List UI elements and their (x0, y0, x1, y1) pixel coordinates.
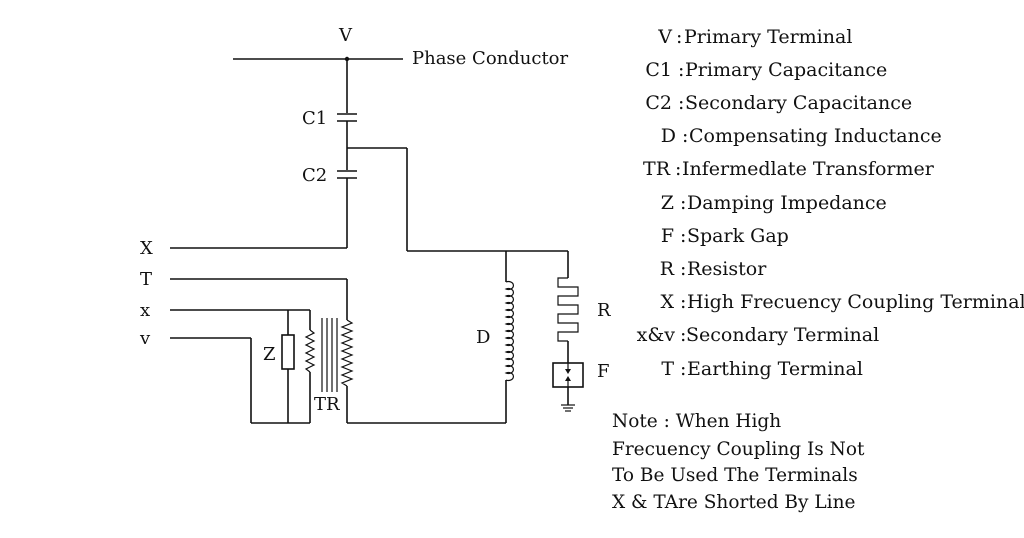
legend-key-6: F (661, 225, 674, 247)
legend-key-5: Z (661, 192, 674, 214)
legend-text-1: Primary Capacitance (685, 59, 887, 81)
note-line-1: Frecuency Coupling Is Not (612, 439, 865, 460)
label-C2: C2 (302, 165, 327, 186)
legend-key-3: D (661, 125, 676, 147)
legend-text-8: High Frecuency Coupling Terminal (687, 291, 1024, 313)
note-line-0: Note : When High (612, 411, 781, 432)
label-C1: C1 (302, 108, 327, 129)
legend-sep-2: : (678, 92, 684, 114)
legend-text-6: Spark Gap (687, 225, 789, 247)
legend-sep-6: : (680, 225, 686, 247)
capacitor-c1 (337, 113, 357, 122)
legend-text-10: Earthing Terminal (687, 358, 863, 380)
legend-key-9: x&v (637, 324, 676, 346)
legend-sep-7: : (680, 258, 686, 280)
note-line-2: To Be Used The Terminals (612, 465, 858, 486)
legend-sep-5: : (680, 192, 686, 214)
legend-key-8: X (660, 291, 674, 313)
legend-text-9: Secondary Terminal (686, 324, 879, 346)
legend-text-3: Compensating Inductance (689, 125, 942, 147)
legend-sep-9: : (680, 324, 686, 346)
capacitor-c2 (337, 170, 357, 179)
label-TR: TR (314, 394, 340, 415)
legend-sep-4: : (675, 158, 681, 180)
legend-sep-1: : (678, 59, 684, 81)
legend: V : Primary Terminal C1 : Primary Capaci… (637, 26, 1024, 380)
label-x: x (140, 300, 150, 321)
legend-key-7: R (660, 258, 675, 280)
tr-secondary-winding (304, 329, 316, 373)
damping-impedance-z (281, 334, 295, 370)
note-line-3: X & TAre Shorted By Line (612, 492, 855, 513)
resistor-r (557, 277, 579, 342)
label-T: T (140, 269, 152, 290)
legend-key-0: V (657, 26, 672, 48)
label-phase-conductor: Phase Conductor (412, 48, 569, 69)
spark-gap-upper-tip (565, 369, 571, 374)
note-block: Note : When High Frecuency Coupling Is N… (612, 411, 865, 513)
legend-text-0: Primary Terminal (684, 26, 852, 48)
compensating-inductance-d (504, 280, 515, 382)
legend-key-1: C1 (645, 59, 672, 81)
legend-key-10: T (661, 358, 674, 380)
label-F: F (597, 361, 610, 382)
label-v: v (139, 328, 151, 349)
legend-text-2: Secondary Capacitance (685, 92, 912, 114)
label-D: D (476, 327, 490, 348)
legend-text-7: Resistor (687, 258, 767, 280)
legend-key-2: C2 (645, 92, 672, 114)
earth-ground-icon (561, 404, 575, 412)
label-X: X (140, 238, 153, 259)
legend-text-4: Infermedlate Transformer (682, 158, 935, 180)
legend-sep-3: : (682, 125, 688, 147)
legend-sep-10: : (680, 358, 686, 380)
spark-gap-lower-tip (565, 376, 571, 381)
legend-sep-0: : (676, 26, 682, 48)
tr-core (321, 318, 338, 392)
legend-text-5: Damping Impedance (687, 192, 887, 214)
tr-primary-winding (340, 319, 354, 387)
label-V: V (338, 25, 353, 46)
label-R: R (597, 300, 611, 321)
legend-sep-8: : (680, 291, 686, 313)
legend-key-4: TR (643, 158, 671, 180)
label-Z: Z (263, 344, 276, 365)
